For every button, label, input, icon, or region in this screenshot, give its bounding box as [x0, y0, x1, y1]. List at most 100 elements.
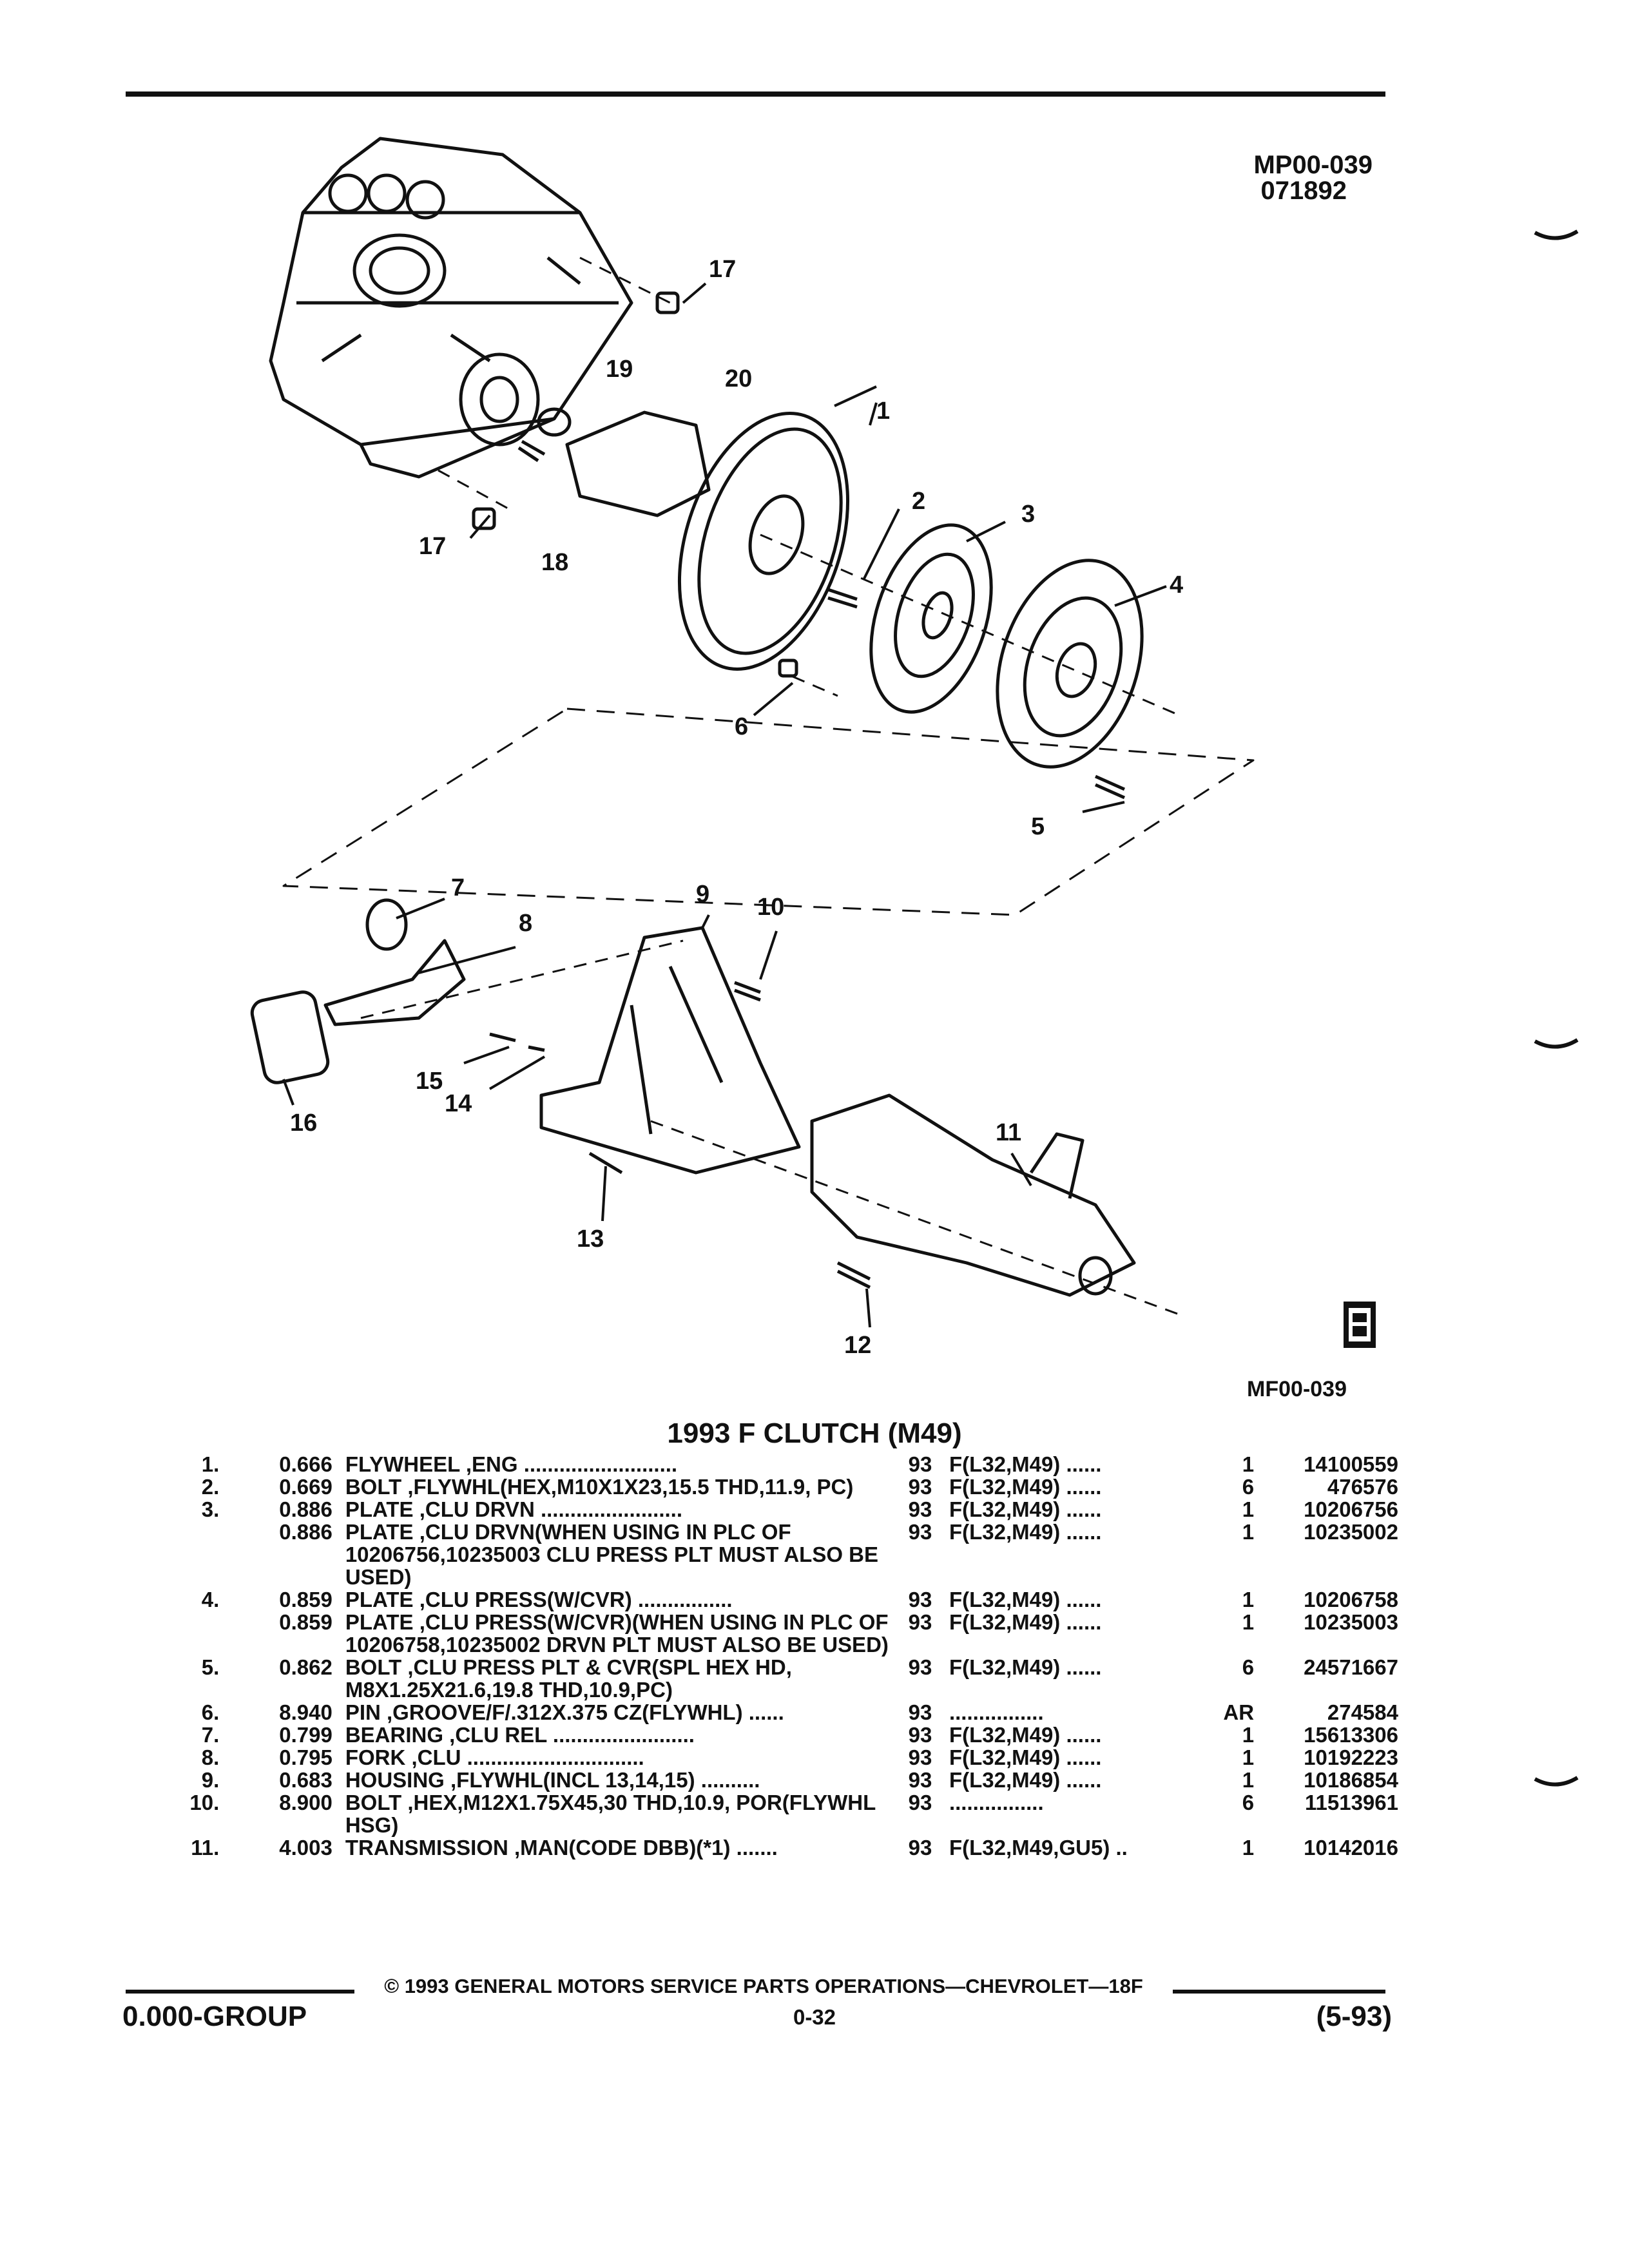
callout-14: 14	[445, 1090, 472, 1117]
illustration-code: 0.669	[279, 1475, 333, 1499]
model-year: 93	[908, 1610, 932, 1634]
quantity: 1	[1242, 1497, 1255, 1521]
part-number: 9.	[201, 1768, 220, 1792]
callout-13: 13	[577, 1225, 604, 1253]
callout-20: 20	[725, 365, 752, 392]
callout-19: 19	[606, 356, 633, 383]
quantity: 1	[1242, 1745, 1255, 1769]
callout-17: 17	[709, 256, 736, 283]
table-row: 9. 0.683 HOUSING ,FLYWHL(INCL 13,14,15) ..…	[151, 1769, 1398, 1791]
callout-8: 8	[519, 910, 532, 937]
models-applicable: ................	[949, 1700, 1044, 1724]
gm-part-number: 11513961	[1304, 1791, 1398, 1814]
callout-16: 16	[290, 1110, 317, 1137]
quantity: 1	[1242, 1588, 1255, 1611]
models-applicable: F(L32,M49) ......	[949, 1745, 1102, 1769]
ref-date: 071892	[1260, 177, 1347, 205]
clutch-fork	[323, 939, 466, 1026]
part-number: 3.	[201, 1497, 220, 1521]
model-year: 93	[908, 1745, 932, 1769]
quantity: 1	[1242, 1610, 1255, 1634]
part-description: PLATE ,CLU PRESS(W/CVR) ................	[345, 1588, 733, 1611]
part-description: BEARING ,CLU REL .......................…	[345, 1723, 695, 1747]
gm-part-number: 274584	[1327, 1700, 1398, 1724]
part-number: 5.	[201, 1655, 220, 1679]
callout-3: 3	[1021, 501, 1035, 528]
footer-rule-left	[126, 1990, 354, 1994]
models-applicable: F(L32,M49) ......	[949, 1768, 1102, 1792]
callout-18: 18	[541, 549, 568, 576]
part-number: 4.	[201, 1588, 220, 1611]
flywheel-housing	[539, 926, 801, 1175]
margin-tick-mark	[1534, 1038, 1579, 1049]
callout-11: 11	[996, 1119, 1021, 1146]
quantity: 1	[1242, 1768, 1255, 1792]
model-year: 93	[908, 1836, 932, 1860]
part-number: 2.	[201, 1475, 220, 1499]
model-year: 93	[908, 1723, 932, 1747]
model-year: 93	[908, 1452, 932, 1476]
engine-block	[269, 137, 633, 479]
footer-rule-right	[1173, 1990, 1385, 1994]
quantity: 1	[1242, 1452, 1255, 1476]
part-description: PLATE ,CLU DRVN ........................	[345, 1497, 682, 1521]
callout-5: 5	[1031, 813, 1045, 840]
clutch-driven-plate	[869, 523, 993, 714]
part-description: FLYWHEEL ,ENG ..........................	[345, 1452, 678, 1476]
part-description: BOLT ,FLYWHL(HEX,M10X1X23,15.5 THD,11.9,…	[345, 1475, 854, 1499]
part-number: 1.	[201, 1452, 220, 1476]
table-row: 0.859 PLATE ,CLU PRESS(W/CVR)(WHEN USING …	[151, 1611, 1398, 1656]
gm-part-number: 14100559	[1304, 1452, 1398, 1476]
gm-part-number: 10235002	[1304, 1520, 1398, 1544]
callout-17b: 17	[419, 533, 446, 560]
part-description: PIN ,GROOVE/F/.312X.375 CZ(FLYWHL) .....…	[345, 1700, 784, 1724]
part-number: 8.	[201, 1745, 220, 1769]
quantity: 6	[1242, 1791, 1255, 1814]
callout-4: 4	[1170, 572, 1183, 599]
illustration-code: 0.859	[279, 1610, 333, 1634]
footer-date: (5-93)	[1316, 2001, 1392, 2032]
illustration-code: 0.859	[279, 1588, 333, 1611]
model-year: 93	[908, 1791, 932, 1814]
illustration-code: 0.795	[279, 1745, 333, 1769]
model-year: 93	[908, 1588, 932, 1611]
illustration-code: 0.683	[279, 1768, 333, 1792]
top-rule	[126, 91, 1385, 97]
quantity: AR	[1223, 1700, 1255, 1724]
gm-part-number: 10192223	[1304, 1745, 1398, 1769]
illustration-code: 0.886	[279, 1520, 333, 1544]
models-applicable: F(L32,M49) ......	[949, 1655, 1102, 1679]
gm-part-number: 10142016	[1304, 1836, 1398, 1860]
part-description: FORK ,CLU ..............................	[345, 1745, 644, 1769]
gm-part-number: 15613306	[1304, 1723, 1398, 1747]
part-number: 10.	[189, 1791, 220, 1814]
model-year: 93	[908, 1768, 932, 1792]
margin-tick-mark	[1534, 1776, 1579, 1787]
model-year: 93	[908, 1475, 932, 1499]
model-year: 93	[908, 1520, 932, 1544]
footer-copyright: © 1993 GENERAL MOTORS SERVICE PARTS OPER…	[384, 1975, 1143, 1997]
diagram-ref-code: MF00-039	[1247, 1377, 1347, 1401]
models-applicable: F(L32,M49) ......	[949, 1475, 1102, 1499]
section-title: 1993 F CLUTCH (M49)	[667, 1418, 962, 1449]
quantity: 1	[1242, 1723, 1255, 1747]
illustration-code: 0.666	[279, 1452, 333, 1476]
models-applicable: ................	[949, 1791, 1044, 1814]
part-number: 6.	[201, 1700, 220, 1724]
model-year: 93	[908, 1700, 932, 1724]
part-description: PLATE ,CLU PRESS(W/CVR)(WHEN USING IN PL…	[345, 1610, 889, 1657]
callout-12: 12	[844, 1332, 871, 1359]
models-applicable: F(L32,M49) ......	[949, 1610, 1102, 1634]
part-description: HOUSING ,FLYWHL(INCL 13,14,15) .........…	[345, 1768, 760, 1792]
models-applicable: F(L32,M49,GU5) ..	[949, 1836, 1128, 1860]
margin-tick-mark	[1534, 229, 1579, 240]
parts-list-table: 1. 0.666 FLYWHEEL ,ENG ...................…	[151, 1453, 1398, 1859]
transmission	[810, 1093, 1136, 1297]
gm-part-number: 10235003	[1304, 1610, 1398, 1634]
